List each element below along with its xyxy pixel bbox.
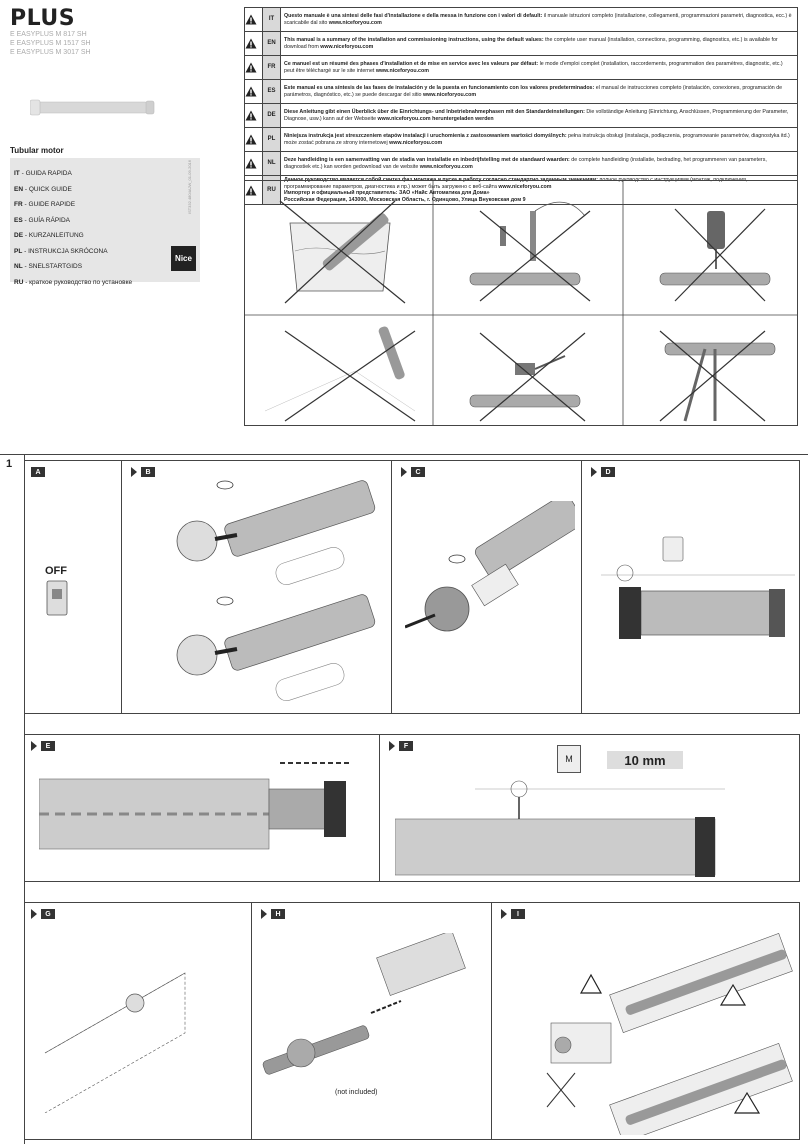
model-list: E EASYPLUS M 817 SH E EASYPLUS M 1517 SH… [10, 30, 91, 57]
eye-icon [448, 554, 466, 564]
row-g-i: G H I (not included) [24, 902, 800, 1140]
step-g-label: G [41, 909, 55, 919]
row-e-f: E F 10 mm M [24, 734, 800, 882]
warning-lang-code: FR [262, 55, 281, 80]
step-e-arrow [31, 741, 37, 751]
no-pliers-pictogram [659, 330, 776, 422]
step-i-label: I [511, 909, 525, 919]
warning-text: Diese Anleitung gibt einen Überblick übe… [280, 103, 798, 128]
warning-text: This manual is a summary of the installa… [280, 31, 798, 56]
step-g-illustration [44, 972, 186, 1113]
breaker-icon [46, 580, 68, 616]
language-panel [10, 158, 200, 282]
warning-lang-code: DE [262, 103, 281, 128]
motor-illustration [30, 99, 155, 116]
eye-icon [216, 480, 234, 490]
warning-icon [244, 127, 263, 152]
prohibition-grid [244, 180, 798, 426]
step-f-label: F [399, 741, 413, 751]
m-tag: M [557, 745, 581, 773]
warning-icon [244, 151, 263, 176]
warning-text: Niniejsza instrukcja jest streszczeniem … [280, 127, 798, 152]
lang-fr: FR - GUIDE RAPIDE [14, 201, 76, 208]
step-b-arrow [131, 467, 137, 477]
step-a-label: A [31, 467, 45, 477]
no-water-pictogram [279, 200, 406, 304]
warning-lang-code: EN [262, 31, 281, 56]
step-d-illustration [601, 536, 795, 639]
warning-lang-code: NL [262, 151, 281, 176]
step-d-label: D [601, 467, 615, 477]
warning-icon [719, 983, 747, 1006]
prohibition-pictograms [245, 181, 797, 425]
step-e-illustration [39, 762, 349, 850]
nice-logo: Nice [171, 246, 196, 271]
warning-text: Ce manuel est un résumé des phases d'ins… [280, 55, 798, 80]
no-drill-pictogram [659, 208, 771, 302]
lang-ru: RU - краткое руководство по установке [14, 278, 133, 286]
measure-label: 10 mm [607, 751, 683, 769]
no-screw-pictogram [469, 201, 591, 302]
step-c-label: C [411, 467, 425, 477]
lang-en: EN - QUICK GUIDE [14, 185, 72, 193]
doc-code: IST332.4804AJW_01-09-2016 [187, 160, 192, 215]
warning-lang-code: ES [262, 79, 281, 104]
lang-pl: PL - INSTRUKCJA SKRÓCONA [14, 247, 108, 255]
no-drop-pictogram [264, 326, 416, 422]
warning-icon [244, 55, 263, 80]
lang-de: DE - KURZANLEITUNG [14, 232, 84, 239]
warning-icon [579, 973, 603, 994]
section-top-rule [0, 454, 808, 455]
section-number: 1 [6, 458, 13, 470]
warning-lang-code: RU [262, 174, 281, 206]
model-1: E EASYPLUS M 817 SH [10, 31, 87, 38]
lang-es: ES - GUÍA RÁPIDA [14, 216, 70, 224]
lang-nl: NL - SNELSTARTGIDS [14, 263, 83, 270]
step-c-illustration [405, 501, 575, 632]
step-d-arrow [591, 467, 597, 477]
warning-icon [244, 103, 263, 128]
step-i-arrow [501, 909, 507, 919]
step-h-label: H [271, 909, 285, 919]
not-included-label: (not included) [335, 1089, 378, 1096]
warning-icon [244, 31, 263, 56]
step-h-illustration [262, 933, 466, 1075]
warning-lang-code: IT [262, 7, 281, 32]
model-2: E EASYPLUS M 1517 SH [10, 40, 91, 47]
step-f-illustration [395, 780, 725, 877]
warning-icon [733, 1091, 761, 1114]
off-label: OFF [45, 565, 67, 577]
brand-title: PLUS [10, 6, 76, 31]
step-i-illustration [546, 933, 793, 1135]
step-b-label: B [141, 467, 155, 477]
row-a-d: A B C D OFF [24, 460, 800, 714]
lang-it: IT - GUIDA RAPIDA [14, 170, 72, 177]
step-b-illustration [176, 480, 376, 701]
subtitle: Tubular motor [10, 146, 64, 155]
step-e-label: E [41, 741, 55, 751]
step-g-arrow [31, 909, 37, 919]
no-hammer-pictogram [469, 332, 586, 422]
warning-icon [244, 174, 263, 206]
warning-text: Este manual es una síntesis de las fases… [280, 79, 798, 104]
warning-text: Deze handleiding is een samenvatting van… [280, 151, 798, 176]
step-c-arrow [401, 467, 407, 477]
warning-icon [244, 7, 263, 32]
step-f-arrow [389, 741, 395, 751]
step-h-arrow [261, 909, 267, 919]
warning-text: Questo manuale è una sintesi delle fasi … [280, 7, 798, 32]
eye-icon [216, 596, 234, 606]
warning-lang-code: PL [262, 127, 281, 152]
language-list: IT - GUIDA RAPIDA EN - QUICK GUIDE FR - … [14, 166, 132, 290]
warning-icon [244, 79, 263, 104]
model-3: E EASYPLUS M 3017 SH [10, 49, 91, 56]
